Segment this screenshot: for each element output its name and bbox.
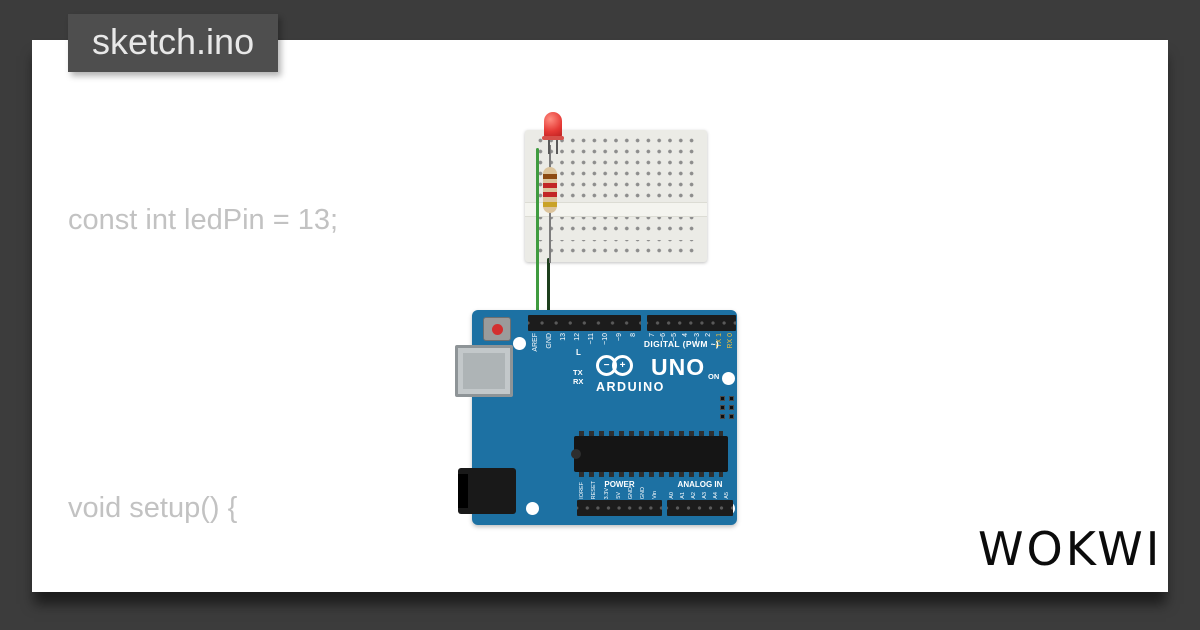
wire-black[interactable]: [547, 258, 550, 324]
pin-label: A2: [690, 492, 697, 499]
mounting-hole: [526, 502, 539, 515]
pin-label: 2: [704, 333, 712, 337]
pin-label: GND: [545, 333, 553, 349]
pin-label: 5V: [615, 492, 622, 499]
digital-header-label: DIGITAL (PWM ~): [643, 339, 720, 349]
pin-label: A5: [723, 492, 730, 499]
mounting-hole: [722, 372, 735, 385]
on-label: ON: [708, 372, 720, 381]
wire-green[interactable]: [536, 148, 539, 324]
pin-label: 4: [682, 333, 690, 337]
code-line: void setup() {: [68, 492, 238, 524]
analog-header[interactable]: [667, 500, 733, 516]
pin-label: AREF: [531, 333, 539, 352]
reset-button[interactable]: [483, 317, 511, 341]
mounting-hole: [513, 337, 526, 350]
pin-label: ~10: [602, 333, 610, 345]
resistor[interactable]: [543, 145, 557, 263]
resistor-band: [543, 192, 557, 197]
pin-label: Vin: [652, 491, 659, 499]
led-leg: [548, 140, 550, 154]
code-line: const int ledPin = 13;: [68, 204, 339, 236]
power-header-label: POWER: [604, 480, 635, 489]
file-tab[interactable]: sketch.ino: [68, 14, 279, 72]
usb-connector-face: [463, 353, 505, 389]
breadboard-rail-gap: [525, 236, 707, 240]
pin-label: ~11: [588, 333, 596, 345]
power-header[interactable]: [577, 500, 662, 516]
digital-header-left[interactable]: [528, 315, 641, 331]
breadboard-center-channel: [525, 202, 707, 217]
pin-label: RESET: [591, 480, 598, 499]
atmega-chip: [571, 431, 728, 477]
pin-label: IOREF: [579, 482, 586, 499]
resistor-band: [543, 174, 557, 179]
builtin-led-label: L: [576, 348, 581, 357]
circuit-diagram: AREF GND 13 12 ~11 ~10 ~9 8 7 ~6 ~5 4 ~3…: [32, 40, 1168, 592]
code-editor[interactable]: const int ledPin = 13; void setup() { //…: [68, 100, 598, 592]
analog-header-label: ANALOG IN: [677, 480, 723, 489]
file-tab-label: sketch.ino: [92, 21, 255, 62]
reset-button-cap: [492, 324, 503, 335]
led-body: [544, 112, 562, 138]
breadboard[interactable]: [525, 130, 707, 262]
resistor-band: [543, 202, 557, 207]
tx-label: TX: [573, 368, 583, 377]
led-flange: [542, 136, 564, 140]
wokwi-logo: WOKWI: [978, 522, 1163, 576]
infinity-ring-plus: +: [612, 355, 633, 376]
breadboard-rail-gap: [525, 156, 707, 160]
pin-label: A4: [712, 492, 719, 499]
icsp-header: [720, 396, 736, 421]
digital-header-right[interactable]: [647, 315, 736, 331]
pin-label: 12: [573, 333, 581, 341]
pin-label: 8: [630, 333, 638, 337]
pin-label: A0: [668, 492, 675, 499]
resistor-body: [543, 167, 557, 213]
pin-label: GND: [640, 486, 647, 499]
board-name: UNO: [651, 354, 706, 380]
power-pin-labels: IOREF RESET 3.3V 5V GND GND Vin: [577, 480, 662, 499]
resistor-band: [543, 183, 557, 188]
led-red[interactable]: [542, 112, 564, 154]
brand-text: ARDUINO: [596, 380, 665, 394]
rx-label: RX: [573, 377, 584, 386]
pin-label: A1: [679, 492, 686, 499]
editor-page: const int ledPin = 13; void setup() { //…: [32, 40, 1168, 592]
led-leg: [556, 140, 558, 154]
analog-pin-labels: A0 A1 A2 A3 A4 A5: [667, 486, 733, 499]
power-jack-face: [458, 474, 468, 508]
pin-label: 13: [559, 333, 567, 341]
usb-connector: [455, 345, 513, 397]
pin-label: GND: [627, 486, 634, 499]
arduino-infinity-icon: − +: [596, 355, 633, 376]
pin-label: ~9: [616, 333, 624, 341]
pin-label: A3: [701, 492, 708, 499]
chip-notch: [571, 449, 581, 459]
pin-label: 3.3V: [603, 487, 610, 499]
power-jack: [458, 468, 516, 514]
arduino-uno-board[interactable]: AREF GND 13 12 ~11 ~10 ~9 8 7 ~6 ~5 4 ~3…: [455, 310, 737, 525]
pin-label: 7: [649, 333, 657, 337]
